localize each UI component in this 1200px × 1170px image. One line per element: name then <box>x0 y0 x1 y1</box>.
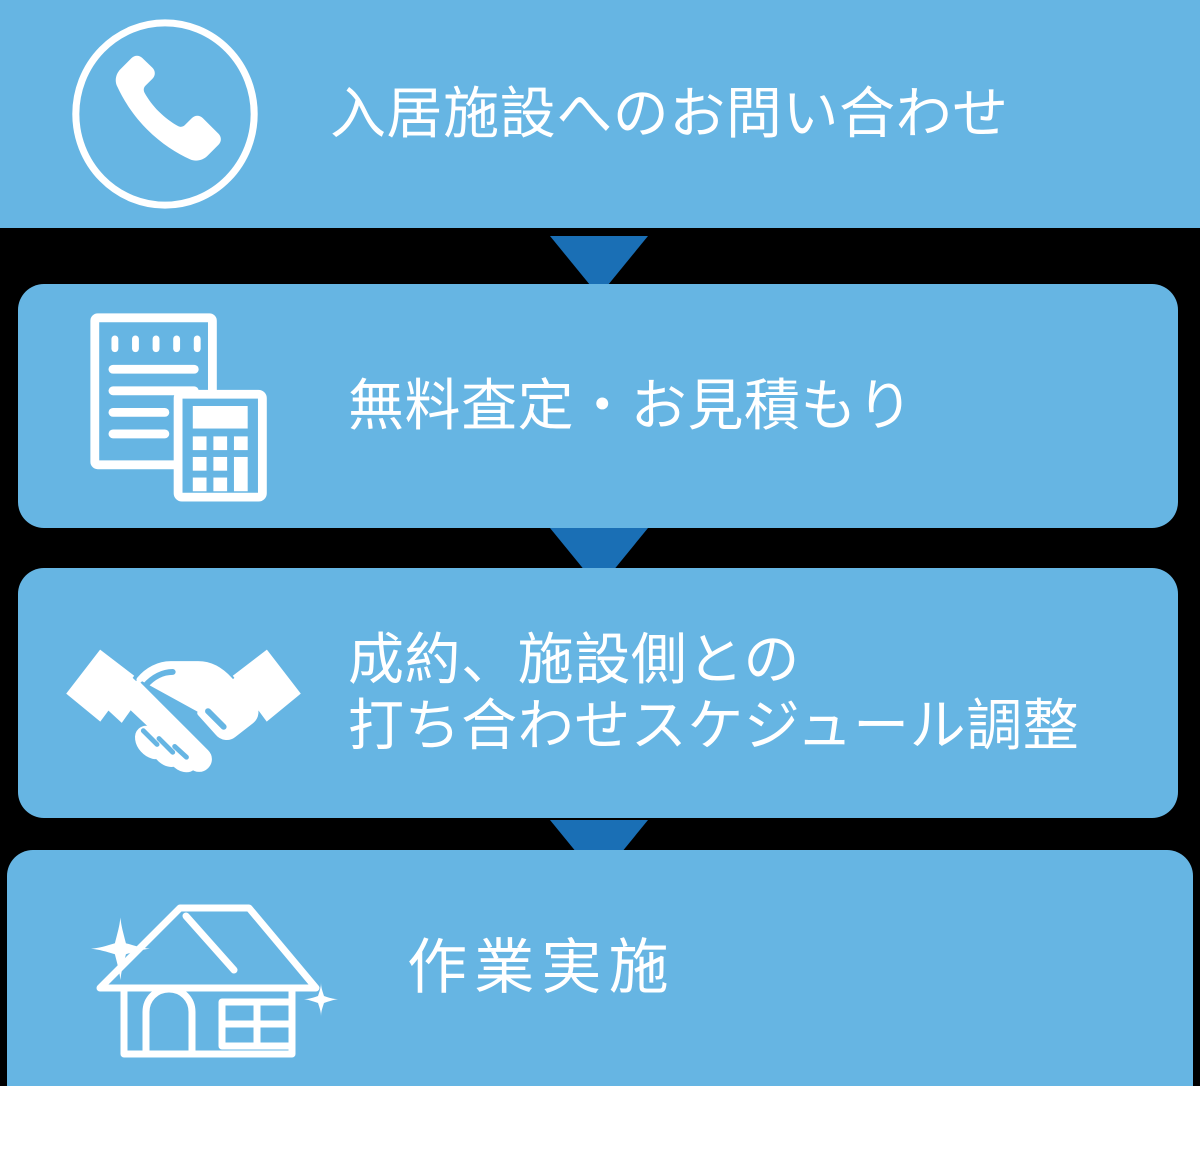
flow-step-1-icon-slot <box>0 16 330 212</box>
handshake-icon <box>61 607 306 779</box>
flow-step-3-icon-slot <box>18 607 348 779</box>
flow-step-4[interactable]: 作業実施 <box>7 850 1193 1086</box>
phone-in-circle-icon <box>67 16 263 212</box>
flow-step-3[interactable]: 成約、施設側との 打ち合わせスケジュール調整 <box>18 568 1178 818</box>
flow-step-4-icon-slot <box>7 878 407 1058</box>
document-calculator-icon <box>85 308 281 504</box>
flow-step-2-icon-slot <box>18 308 348 504</box>
flow-step-1[interactable]: 入居施設へのお問い合わせ <box>0 0 1200 228</box>
sparkling-house-icon <box>76 878 338 1058</box>
flow-step-1-label: 入居施設へのお問い合わせ <box>330 81 1009 145</box>
flow-step-2[interactable]: 無料査定・お見積もり <box>18 284 1178 528</box>
flow-step-2-label: 無料査定・お見積もり <box>348 373 914 437</box>
flow-step-4-label: 作業実施 <box>407 933 676 1001</box>
flow-step-3-label: 成約、施設側との 打ち合わせスケジュール調整 <box>348 627 1080 757</box>
